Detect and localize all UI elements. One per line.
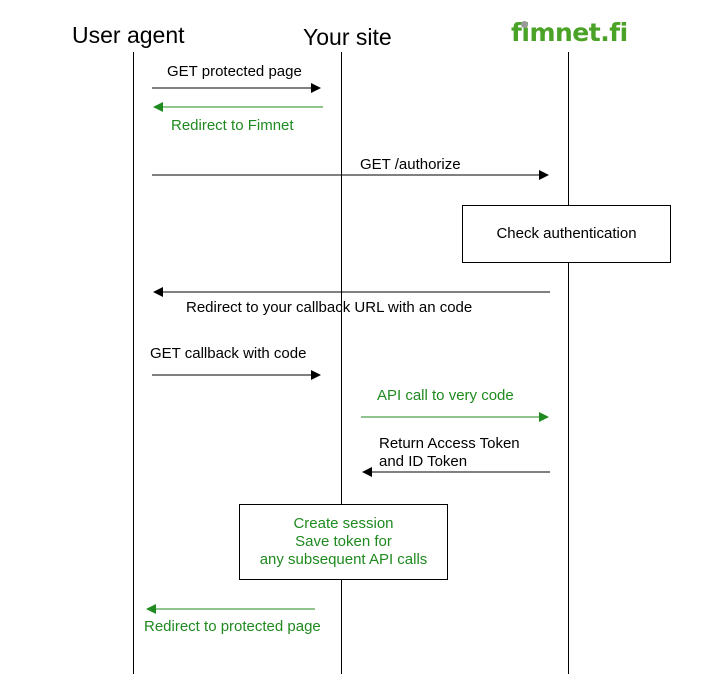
lifeline-fimnet xyxy=(568,52,569,674)
box-check-authentication: Check authentication xyxy=(462,205,671,263)
logo-dot-icon xyxy=(521,21,528,28)
fimnet-logo: fimnet.fi xyxy=(511,18,628,47)
label-api-call: API call to very code xyxy=(377,387,514,404)
label-redirect-to-fimnet: Redirect to Fimnet xyxy=(171,117,294,134)
lifeline-user-agent xyxy=(133,52,134,674)
label-get-authorize: GET /authorize xyxy=(360,156,461,173)
label-return-token-line1: Return Access Token xyxy=(379,435,520,452)
box-session-line1: Create session xyxy=(293,515,394,532)
label-return-token-line2: and ID Token xyxy=(379,453,468,470)
label-redirect-callback: Redirect to your callback URL with an co… xyxy=(186,299,473,316)
participant-your-site: Your site xyxy=(303,24,392,50)
box-session-line2: Save token for xyxy=(295,533,392,550)
label-get-protected-page: GET protected page xyxy=(167,63,302,80)
box-create-session: Create session Save token for any subseq… xyxy=(239,504,448,580)
participant-user-agent: User agent xyxy=(72,22,185,48)
label-redirect-protected: Redirect to protected page xyxy=(144,618,321,635)
box-check-authentication-text: Check authentication xyxy=(496,225,637,242)
lifeline-your-site xyxy=(341,52,342,674)
label-get-callback: GET callback with code xyxy=(150,345,307,362)
box-session-line3: any subsequent API calls xyxy=(259,551,428,568)
